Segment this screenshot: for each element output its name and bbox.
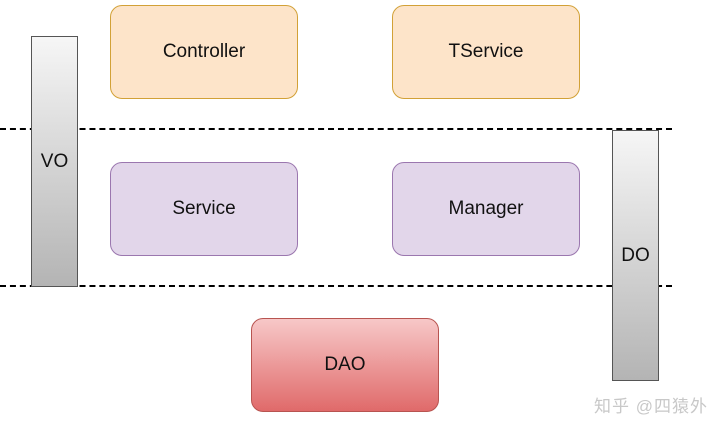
vo-bar: VO bbox=[31, 36, 78, 287]
dao-label: DAO bbox=[324, 354, 366, 375]
controller-box: Controller bbox=[110, 5, 298, 99]
service-box: Service bbox=[110, 162, 298, 256]
watermark: 知乎 @四猿外 bbox=[594, 397, 708, 416]
layer-divider-bottom bbox=[0, 285, 672, 287]
do-label: DO bbox=[621, 244, 650, 266]
vo-label: VO bbox=[40, 150, 69, 172]
layer-divider-top bbox=[0, 128, 672, 130]
service-label: Service bbox=[172, 198, 236, 219]
manager-box: Manager bbox=[392, 162, 580, 256]
do-bar: DO bbox=[612, 130, 659, 381]
tservice-label: TService bbox=[448, 41, 524, 62]
dao-box: DAO bbox=[251, 318, 439, 412]
controller-label: Controller bbox=[162, 41, 246, 62]
manager-label: Manager bbox=[448, 198, 524, 219]
tservice-box: TService bbox=[392, 5, 580, 99]
